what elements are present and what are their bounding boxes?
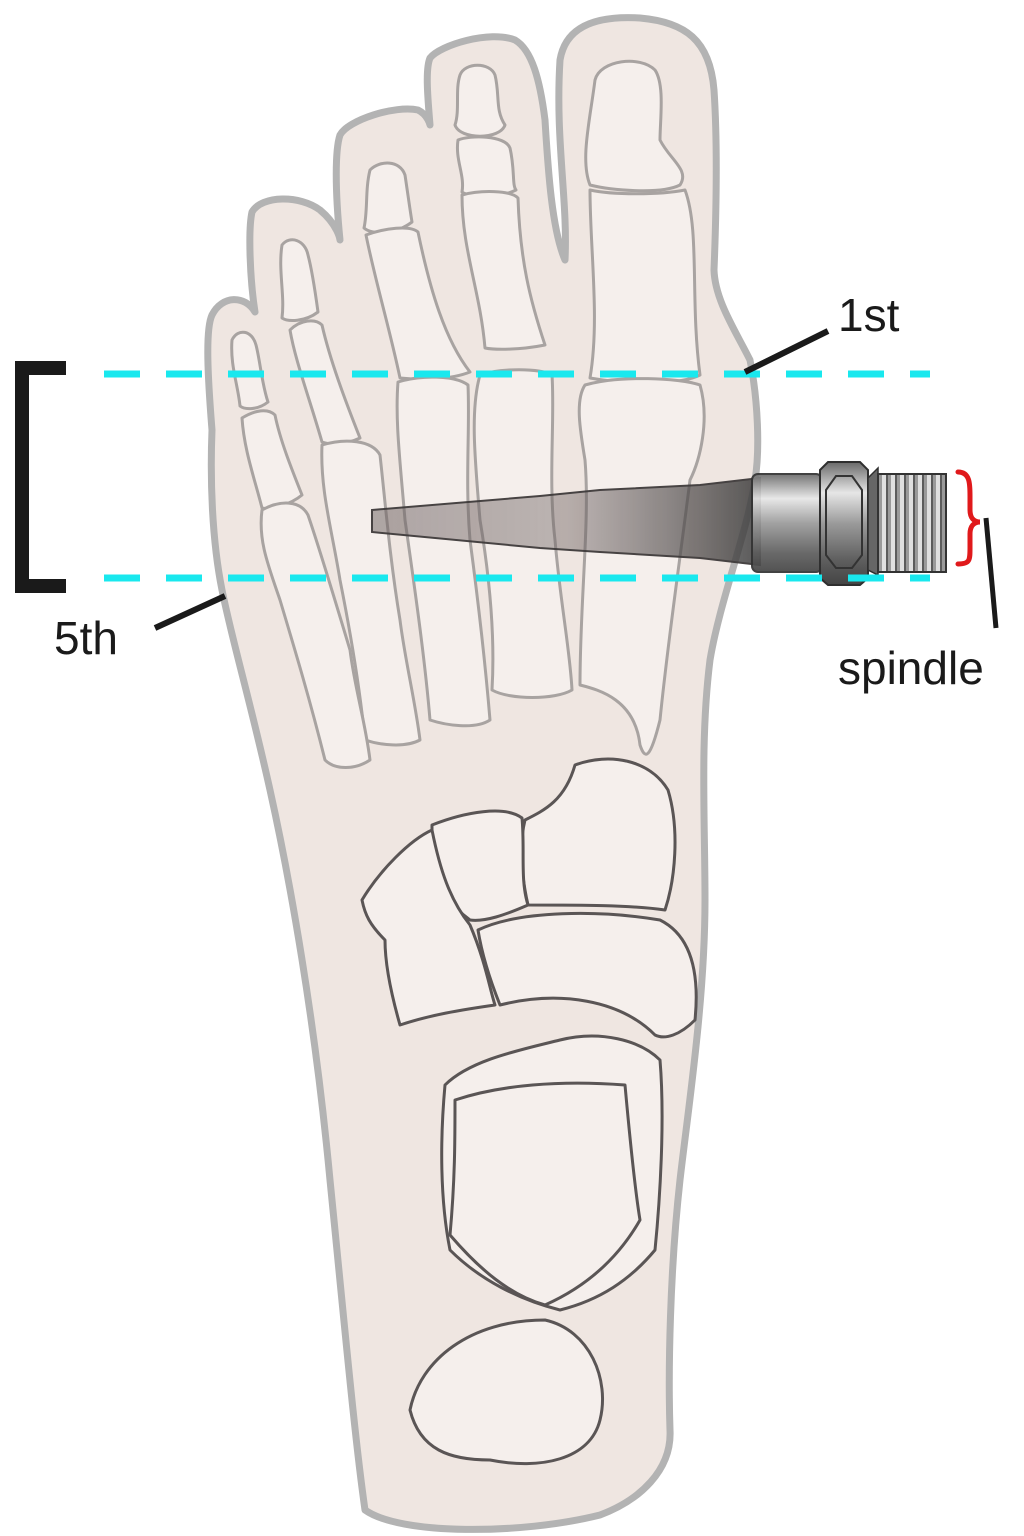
label-1st: 1st	[838, 289, 900, 341]
width-bracket	[15, 361, 66, 593]
pedal-spindle	[371, 461, 947, 586]
guide-lines	[104, 370, 930, 582]
tarsal-bones	[360, 757, 698, 1466]
spindle-leader-line	[983, 517, 999, 629]
first-leader-line	[743, 328, 830, 375]
label-spindle: spindle	[838, 642, 984, 694]
fifth-leader-line	[153, 593, 227, 631]
spindle-brace	[955, 469, 981, 567]
label-5th: 5th	[54, 612, 118, 664]
spindle-thread	[877, 473, 947, 573]
toe-bones	[230, 59, 702, 510]
